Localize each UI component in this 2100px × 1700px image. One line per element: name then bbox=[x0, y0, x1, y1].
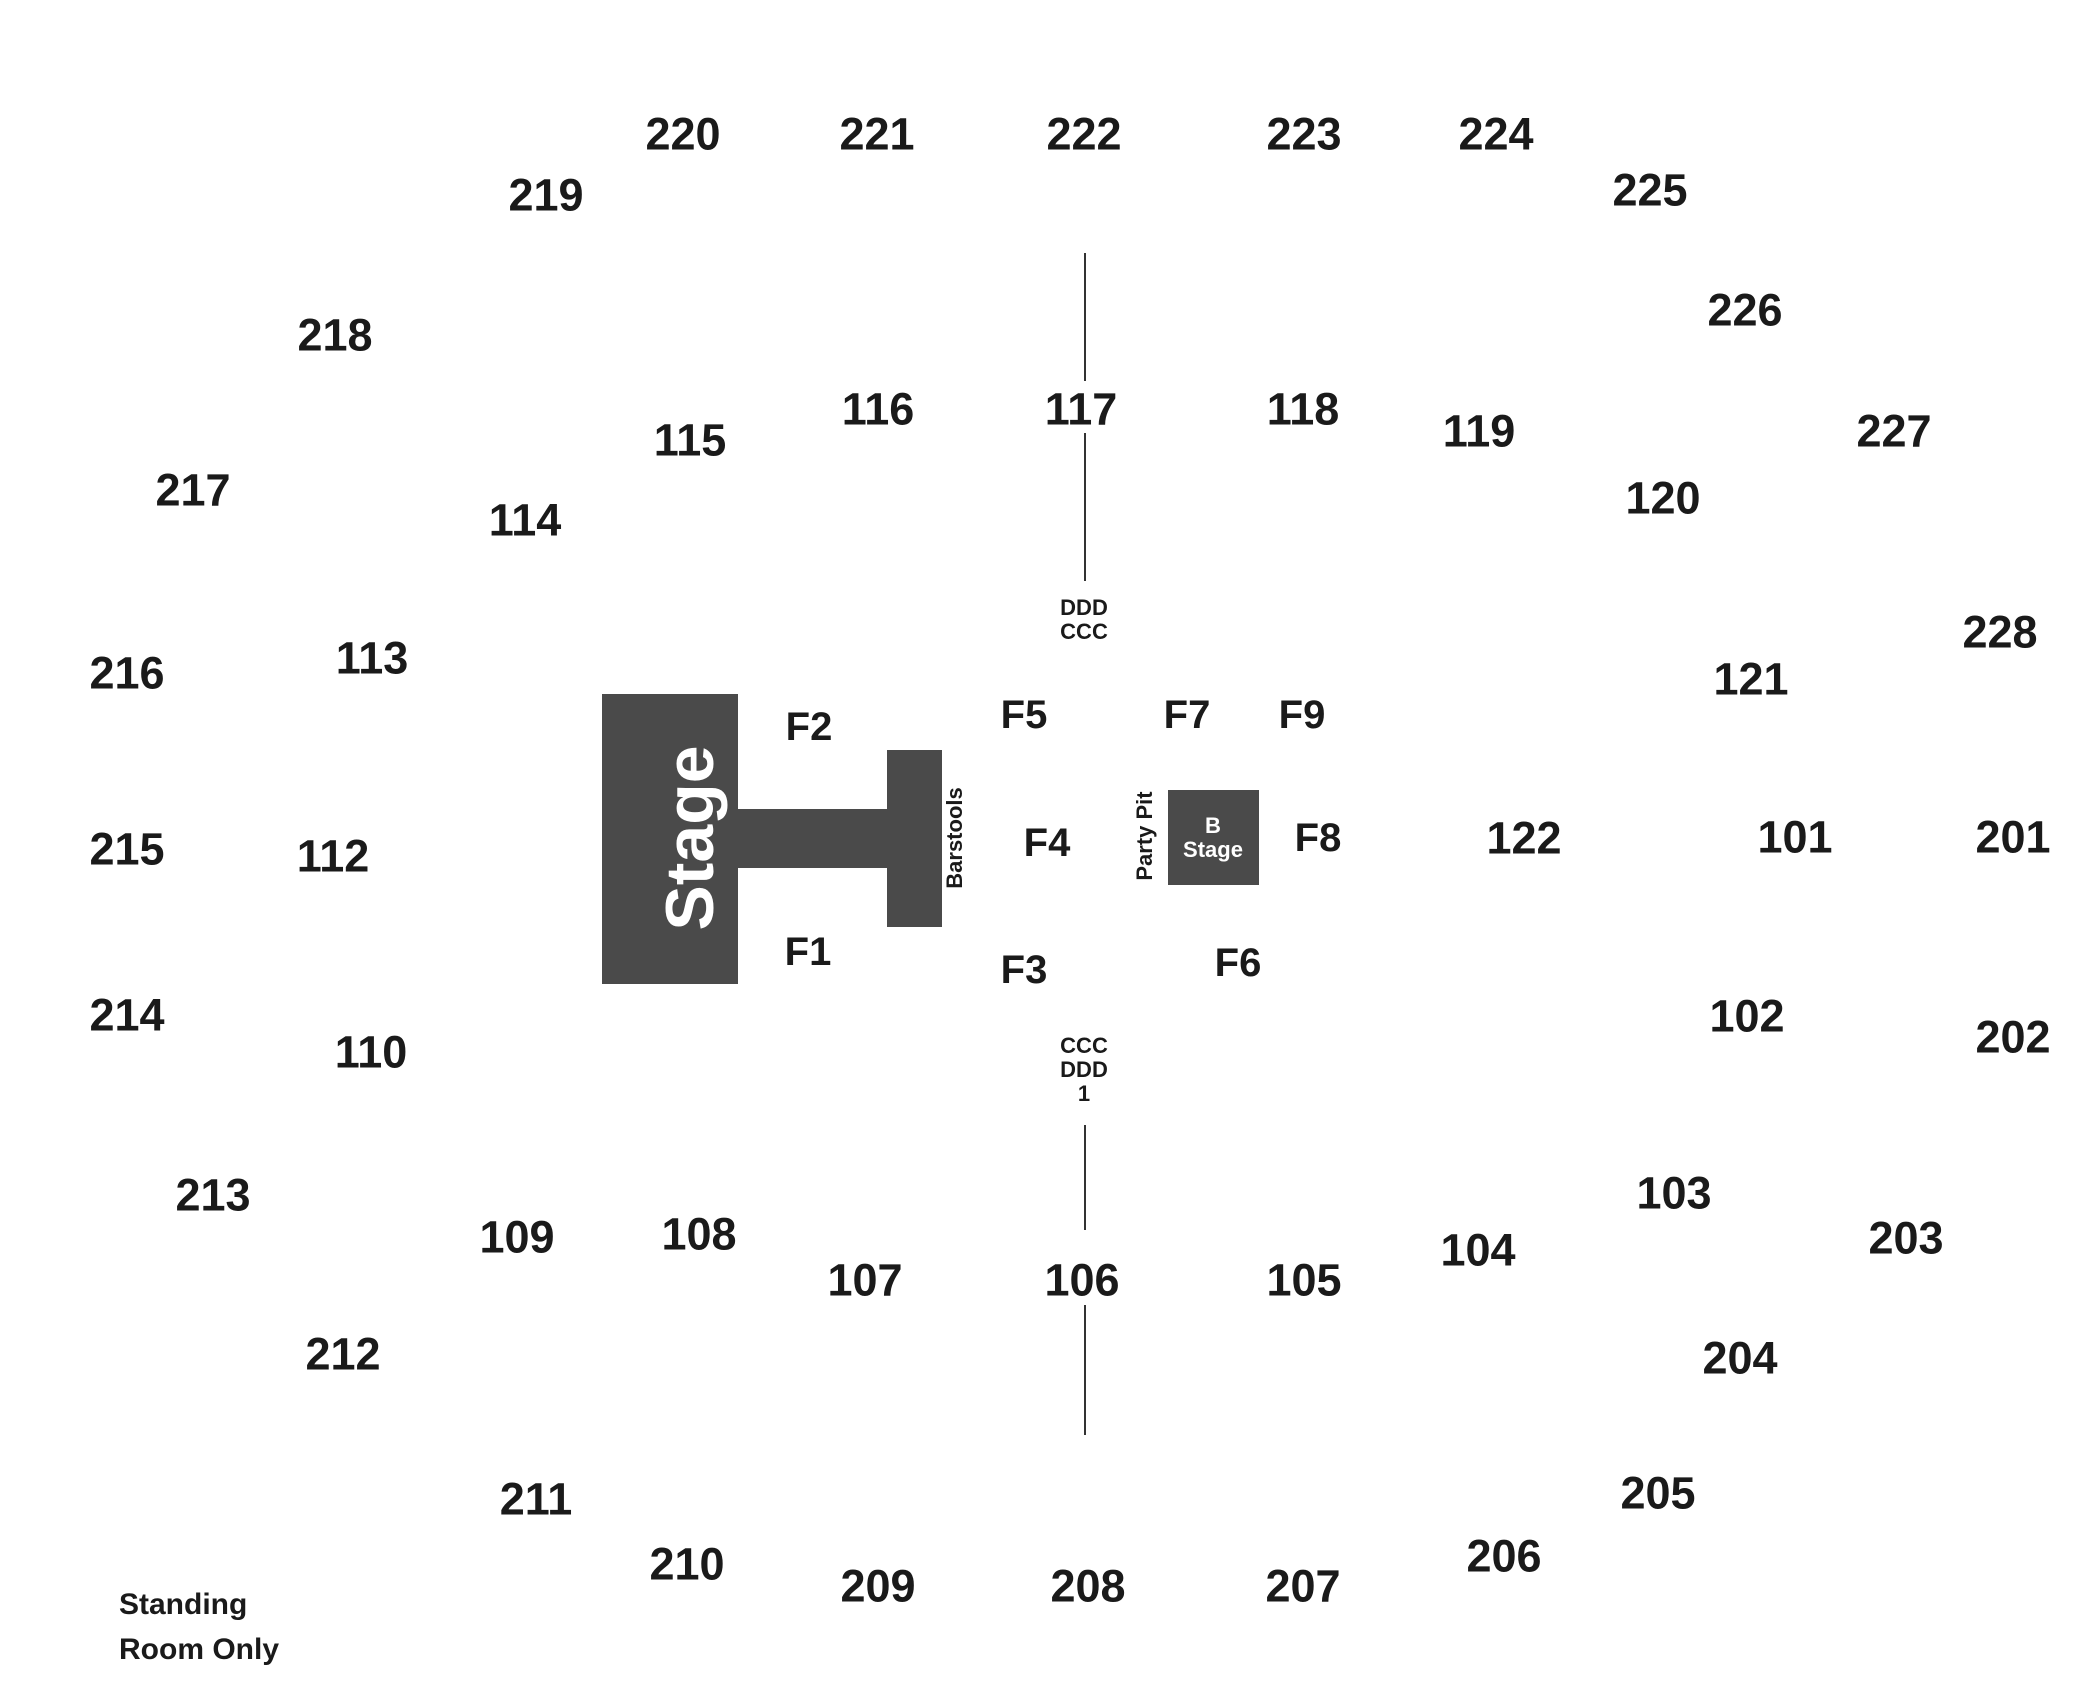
section-f3[interactable]: F3 bbox=[1000, 948, 1048, 992]
section-f6[interactable]: F6 bbox=[1214, 941, 1262, 985]
section-220[interactable]: 220 bbox=[645, 108, 721, 160]
section-222[interactable]: 222 bbox=[1046, 108, 1122, 160]
section-113[interactable]: 113 bbox=[335, 632, 409, 684]
main-stage bbox=[602, 694, 738, 984]
section-120[interactable]: 120 bbox=[1625, 472, 1701, 524]
section-213[interactable]: 213 bbox=[175, 1169, 251, 1221]
section-f4[interactable]: F4 bbox=[1023, 821, 1071, 865]
section-226[interactable]: 226 bbox=[1707, 284, 1783, 336]
section-110[interactable]: 110 bbox=[334, 1026, 408, 1078]
section-219[interactable]: 219 bbox=[508, 169, 584, 221]
section-218[interactable]: 218 bbox=[297, 309, 373, 361]
stage-label: Stage bbox=[652, 745, 728, 931]
section-211[interactable]: 211 bbox=[499, 1473, 573, 1525]
aisle-label-top: DDD CCC bbox=[1060, 595, 1108, 644]
section-102[interactable]: 102 bbox=[1709, 990, 1785, 1042]
section-225[interactable]: 225 bbox=[1612, 164, 1688, 216]
section-214[interactable]: 214 bbox=[89, 989, 165, 1041]
section-f1[interactable]: F1 bbox=[784, 930, 832, 974]
section-106[interactable]: 106 bbox=[1044, 1254, 1120, 1306]
section-202[interactable]: 202 bbox=[1975, 1011, 2051, 1063]
stage-runway bbox=[736, 809, 888, 868]
section-119[interactable]: 119 bbox=[1442, 405, 1516, 457]
b-stage bbox=[1168, 790, 1259, 885]
section-f2[interactable]: F2 bbox=[785, 705, 833, 749]
section-f9[interactable]: F9 bbox=[1278, 693, 1326, 737]
section-217[interactable]: 217 bbox=[155, 464, 231, 516]
aisle-line-bottom-lower bbox=[1084, 1305, 1086, 1435]
aisle-line-bottom bbox=[1084, 1125, 1086, 1230]
section-115[interactable]: 115 bbox=[653, 414, 727, 466]
section-117[interactable]: 117 bbox=[1044, 383, 1118, 435]
section-215[interactable]: 215 bbox=[89, 823, 165, 875]
standing-room-label: Standing Room Only bbox=[119, 1588, 280, 1666]
section-207[interactable]: 207 bbox=[1265, 1560, 1341, 1612]
aisle-line-top-lower bbox=[1084, 433, 1086, 581]
section-224[interactable]: 224 bbox=[1458, 108, 1534, 160]
section-101[interactable]: 101 bbox=[1757, 811, 1833, 863]
section-208[interactable]: 208 bbox=[1050, 1560, 1126, 1612]
section-210[interactable]: 210 bbox=[649, 1538, 725, 1590]
aisle-label-bottom: CCC DDD 1 bbox=[1060, 1033, 1108, 1106]
section-118[interactable]: 118 bbox=[1266, 383, 1340, 435]
section-108[interactable]: 108 bbox=[661, 1208, 737, 1260]
section-206[interactable]: 206 bbox=[1466, 1530, 1542, 1582]
aisle-line-top bbox=[1084, 253, 1086, 381]
section-205[interactable]: 205 bbox=[1620, 1467, 1696, 1519]
section-203[interactable]: 203 bbox=[1868, 1212, 1944, 1264]
section-112[interactable]: 112 bbox=[296, 830, 370, 882]
section-114[interactable]: 114 bbox=[488, 494, 562, 546]
section-216[interactable]: 216 bbox=[89, 647, 165, 699]
section-223[interactable]: 223 bbox=[1266, 108, 1342, 160]
section-f8[interactable]: F8 bbox=[1294, 816, 1342, 860]
section-104[interactable]: 104 bbox=[1440, 1224, 1516, 1276]
section-109[interactable]: 109 bbox=[479, 1211, 555, 1263]
barstools-label: Barstools bbox=[942, 787, 967, 889]
section-122[interactable]: 122 bbox=[1486, 812, 1562, 864]
section-f7[interactable]: F7 bbox=[1163, 693, 1211, 737]
section-201[interactable]: 201 bbox=[1975, 811, 2051, 863]
section-f5[interactable]: F5 bbox=[1000, 693, 1048, 737]
section-121[interactable]: 121 bbox=[1713, 653, 1789, 705]
section-228[interactable]: 228 bbox=[1962, 606, 2038, 658]
section-105[interactable]: 105 bbox=[1266, 1254, 1342, 1306]
section-221[interactable]: 221 bbox=[839, 108, 915, 160]
section-103[interactable]: 103 bbox=[1636, 1167, 1712, 1219]
section-227[interactable]: 227 bbox=[1856, 405, 1932, 457]
section-212[interactable]: 212 bbox=[305, 1328, 381, 1380]
party-pit-label: Party Pit bbox=[1132, 791, 1157, 881]
section-116[interactable]: 116 bbox=[841, 383, 915, 435]
b-stage-label: B Stage bbox=[1183, 813, 1243, 862]
section-107[interactable]: 107 bbox=[827, 1254, 903, 1306]
section-209[interactable]: 209 bbox=[840, 1560, 916, 1612]
barstools-block bbox=[887, 750, 942, 927]
section-204[interactable]: 204 bbox=[1702, 1332, 1778, 1384]
